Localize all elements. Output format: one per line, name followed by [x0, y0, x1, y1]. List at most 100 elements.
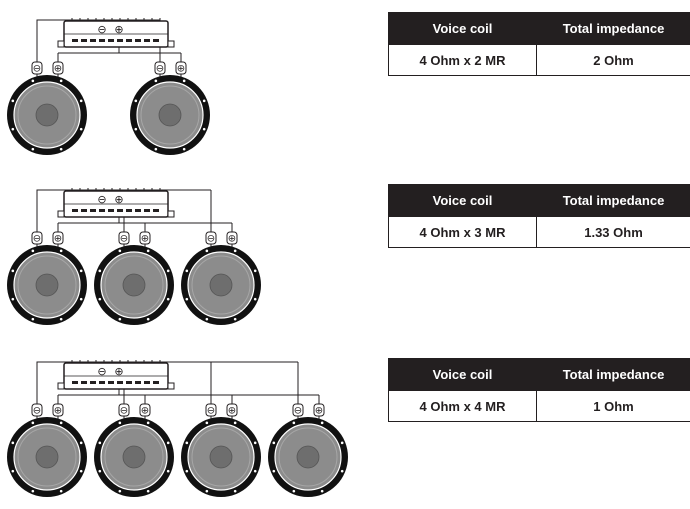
- mount-hole: [31, 147, 35, 151]
- mount-hole: [118, 317, 122, 321]
- vent-slot: [108, 381, 114, 384]
- mount-hole: [59, 421, 63, 425]
- wiring-diagram-3-speakers: ⊖⊕⊖⊕⊖⊕⊖⊕: [7, 188, 261, 325]
- mount-hole: [253, 269, 257, 273]
- mount-hole: [205, 317, 209, 321]
- amplifier: ⊖⊕: [57, 360, 175, 390]
- mount-hole: [118, 249, 122, 253]
- speaker-negative-terminal: ⊖: [31, 403, 43, 417]
- vent-slot: [99, 381, 105, 384]
- vent-slot: [135, 209, 141, 212]
- vent-slot: [99, 209, 105, 212]
- mount-hole: [146, 249, 150, 253]
- vent-slot: [81, 209, 87, 212]
- vent-slot: [144, 209, 150, 212]
- mount-hole: [340, 441, 344, 445]
- vent-slot: [135, 381, 141, 384]
- dust-cap: [296, 445, 320, 469]
- mount-hole: [202, 127, 206, 131]
- vent-slot: [90, 209, 96, 212]
- mount-hole: [154, 147, 158, 151]
- speaker-positive-terminal-body: [52, 403, 64, 417]
- mount-hole: [272, 469, 276, 473]
- mount-hole: [146, 317, 150, 321]
- mount-hole: [146, 421, 150, 425]
- mount-hole: [59, 79, 63, 83]
- mount-hole: [59, 147, 63, 151]
- mount-tab: [57, 382, 65, 390]
- amp-positive-terminal: ⊕: [114, 23, 123, 36]
- mount-hole: [98, 469, 102, 473]
- speaker-negative-terminal-symbol: ⊖: [120, 234, 128, 245]
- speaker-positive-terminal: ⊕: [139, 403, 151, 417]
- mount-hole: [31, 421, 35, 425]
- mount-hole: [11, 297, 15, 301]
- mount-hole: [233, 317, 237, 321]
- mount-hole: [98, 297, 102, 301]
- mount-hole: [31, 489, 35, 493]
- speaker-negative-terminal-symbol: ⊖: [33, 234, 41, 245]
- mount-hole: [185, 469, 189, 473]
- mount-hole: [98, 269, 102, 273]
- speaker-positive-terminal-symbol: ⊕: [141, 406, 149, 417]
- speaker-positive-terminal: ⊕: [226, 231, 238, 245]
- mount-hole: [59, 489, 63, 493]
- vent-slot: [72, 381, 78, 384]
- mount-tab: [57, 210, 65, 218]
- mount-hole: [185, 441, 189, 445]
- speaker-positive-terminal-body: [139, 403, 151, 417]
- mount-hole: [118, 421, 122, 425]
- mount-hole: [272, 441, 276, 445]
- mount-hole: [253, 297, 257, 301]
- mount-hole: [253, 441, 257, 445]
- mount-hole: [233, 421, 237, 425]
- speaker-positive-terminal-body: [52, 231, 64, 245]
- dust-cap: [35, 445, 59, 469]
- speaker-positive-terminal-symbol: ⊕: [315, 406, 323, 417]
- mount-hole: [11, 269, 15, 273]
- speaker-positive-terminal-body: [139, 231, 151, 245]
- wiring-diagram-2-speakers: ⊖⊕⊖⊕⊖⊕: [7, 18, 210, 155]
- vent-slot: [144, 39, 150, 42]
- speaker-negative-terminal-symbol: ⊖: [33, 406, 41, 417]
- speaker-negative-terminal-symbol: ⊖: [207, 234, 215, 245]
- mount-hole: [11, 127, 15, 131]
- dust-cap: [122, 273, 146, 297]
- mount-hole: [185, 269, 189, 273]
- mount-hole: [79, 469, 83, 473]
- speaker-negative-terminal-body: [118, 231, 130, 245]
- cone-ring: [191, 255, 251, 315]
- mount-hole: [166, 269, 170, 273]
- speaker-positive-terminal-symbol: ⊕: [177, 64, 185, 75]
- speaker-negative-terminal-body: [118, 403, 130, 417]
- total-impedance-value: 2 Ohm: [536, 44, 690, 76]
- speaker-negative-terminal-body: [205, 403, 217, 417]
- mount-hole: [292, 489, 296, 493]
- speaker: [94, 417, 174, 497]
- header-voice-coil: Voice coil: [388, 12, 537, 45]
- mount-hole: [146, 489, 150, 493]
- mount-hole: [320, 421, 324, 425]
- header-voice-coil: Voice coil: [388, 358, 537, 391]
- mount-hole: [182, 79, 186, 83]
- speaker-negative-terminal-body: [31, 403, 43, 417]
- amplifier: ⊖⊕: [57, 188, 175, 218]
- speaker-negative-terminal-symbol: ⊖: [33, 64, 41, 75]
- amp-negative-terminal: ⊖: [97, 193, 106, 206]
- amplifier: ⊖⊕: [57, 18, 175, 48]
- speaker-negative-terminal: ⊖: [154, 61, 166, 75]
- vent-slot: [153, 381, 159, 384]
- config-table-4-speakers: Voice coil Total impedance 4 Ohm x 4 MR …: [388, 358, 690, 422]
- speaker: [181, 245, 261, 325]
- mount-hole: [59, 317, 63, 321]
- speaker-positive-terminal-symbol: ⊕: [54, 64, 62, 75]
- mount-hole: [233, 489, 237, 493]
- voice-coil-value: 4 Ohm x 4 MR: [388, 390, 537, 422]
- total-impedance-value: 1.33 Ohm: [536, 216, 690, 248]
- dust-cap: [35, 103, 59, 127]
- total-impedance-value: 1 Ohm: [536, 390, 690, 422]
- mount-hole: [79, 99, 83, 103]
- vent-slot: [72, 39, 78, 42]
- vent-slot: [72, 209, 78, 212]
- amp-positive-terminal: ⊕: [114, 365, 123, 378]
